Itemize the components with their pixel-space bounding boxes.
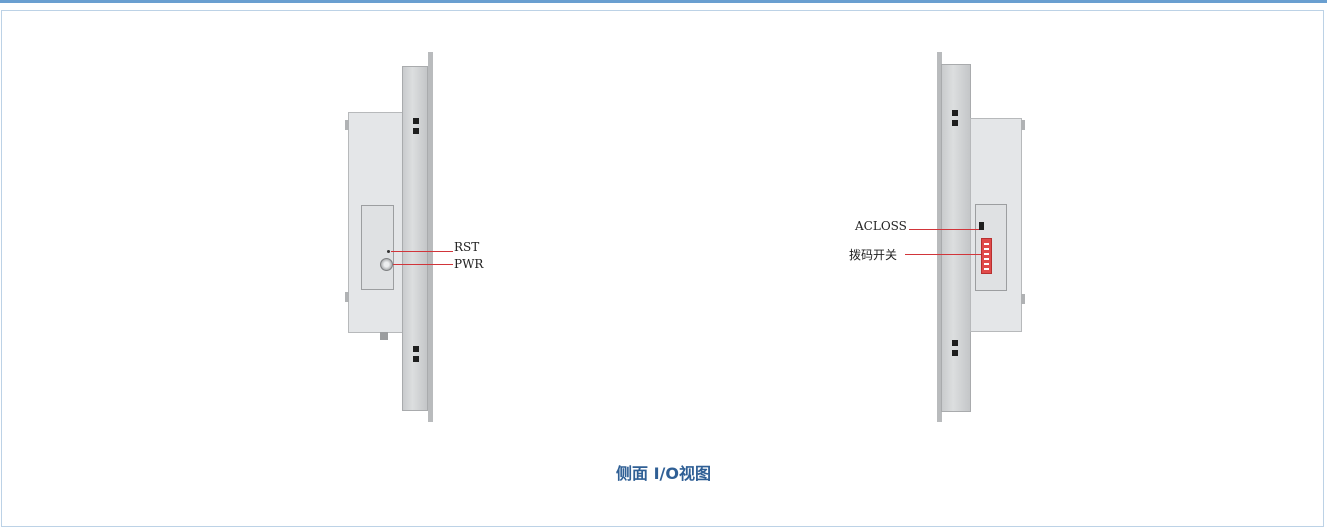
right-mount-clip-top — [1021, 120, 1025, 130]
figure-caption: 侧面 I/O视图 — [616, 464, 711, 483]
left-connector-stub — [380, 332, 388, 340]
power-button — [380, 258, 393, 271]
left-mount-clip-bottom — [345, 292, 349, 302]
right-front-bezel — [941, 64, 971, 412]
dip-switch-leader-line — [905, 254, 981, 255]
content-frame — [1, 10, 1324, 527]
pwr-leader-line — [393, 264, 453, 265]
dip-switch-label: 拨码开关 — [849, 248, 898, 262]
left-vent-slot — [413, 128, 419, 134]
right-vent-slot — [952, 350, 958, 356]
left-bezel-edge — [428, 52, 433, 422]
left-vent-slot — [413, 346, 419, 352]
acloss-jumper — [979, 222, 984, 230]
rst-button-hole — [387, 250, 390, 253]
acloss-leader-line — [909, 229, 979, 230]
left-io-recess — [361, 205, 394, 290]
right-vent-slot — [952, 120, 958, 126]
right-mount-clip-bottom — [1021, 294, 1025, 304]
top-accent-bar — [0, 0, 1327, 3]
left-mount-clip-top — [345, 120, 349, 130]
dip-switch-block — [981, 238, 992, 274]
right-vent-slot — [952, 110, 958, 116]
rst-label: RST — [454, 240, 480, 254]
acloss-label: ACLOSS — [855, 219, 907, 233]
left-vent-slot — [413, 356, 419, 362]
rst-leader-line — [391, 251, 453, 252]
right-vent-slot — [952, 340, 958, 346]
pwr-label: PWR — [454, 257, 484, 271]
left-vent-slot — [413, 118, 419, 124]
right-bezel-edge — [937, 52, 942, 422]
